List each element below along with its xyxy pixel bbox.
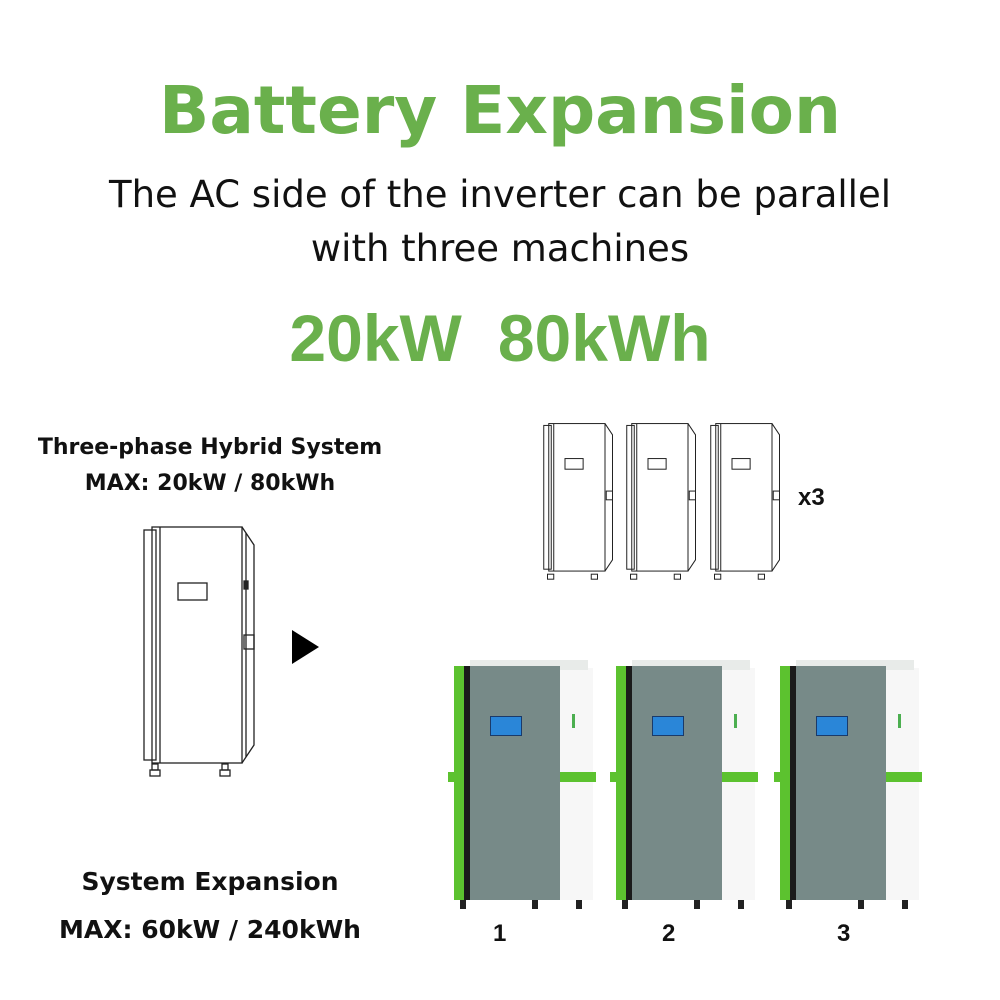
expansion-max: MAX: 60kW / 240kWh: [59, 915, 361, 944]
unit-number-2: 2: [662, 920, 676, 947]
display-screen-icon: [652, 716, 684, 736]
spec-headline: 20kW 80kWh: [0, 300, 1000, 376]
inverter-cabinet-icon: [626, 423, 696, 580]
single-system-title: Three-phase Hybrid System: [37, 435, 383, 460]
unit-number-1: 1: [493, 920, 507, 947]
display-screen-icon: [816, 716, 848, 736]
page-title: Battery Expansion: [159, 72, 841, 149]
battery-cabinet-3: [774, 660, 922, 915]
battery-cabinet-2: [610, 660, 758, 915]
subtitle-line-1: The AC side of the inverter can be paral…: [108, 173, 892, 216]
inverter-cabinet-icon: [143, 526, 255, 777]
spec-energy: 80kWh: [497, 301, 711, 375]
expansion-title: System Expansion: [81, 867, 339, 896]
brand-logo-icon: [734, 714, 737, 728]
brand-logo-icon: [572, 714, 575, 728]
battery-cabinet-1: [448, 660, 596, 915]
single-system-max: MAX: 20kW / 80kWh: [84, 471, 336, 496]
right-arrow-icon: [292, 630, 319, 664]
inverter-cabinet-icon: [710, 423, 780, 580]
expansion-label: System Expansion MAX: 60kW / 240kWh: [40, 858, 380, 954]
subtitle-line-2: with three machines: [310, 227, 690, 270]
spec-power: 20kW: [289, 301, 462, 375]
unit-number-3: 3: [837, 920, 851, 947]
display-screen-icon: [490, 716, 522, 736]
subtitle: The AC side of the inverter can be paral…: [0, 168, 1000, 276]
single-system-label: Three-phase Hybrid System MAX: 20kW / 80…: [20, 430, 400, 502]
inverter-cabinet-icon: [543, 423, 613, 580]
multiplier-label: x3: [798, 484, 825, 511]
brand-logo-icon: [898, 714, 901, 728]
